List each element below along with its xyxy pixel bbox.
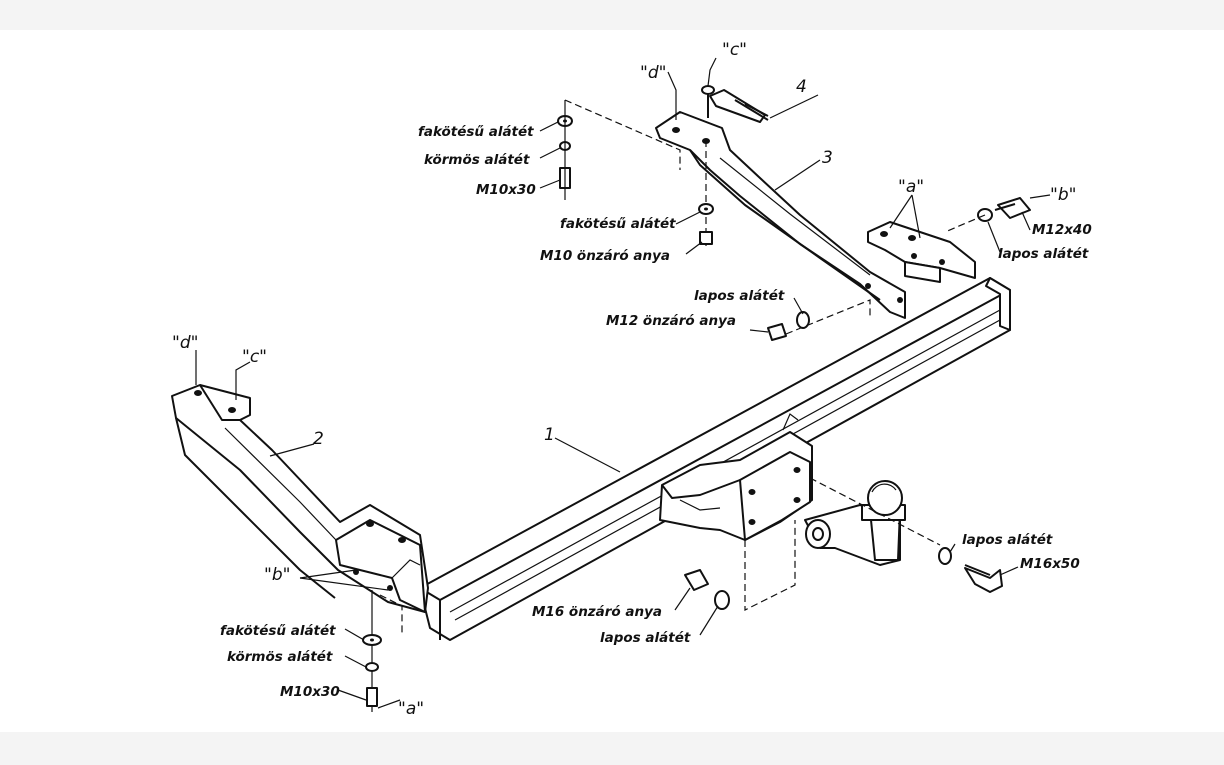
label-fakotesu-bottom: fakötésű alátét [220,623,336,639]
right-side-bracket [655,111,906,319]
marker-c-top: "c" [722,40,747,60]
label-m12-nut: M12 önzáró anya [606,313,736,329]
marker-b-right: "b" [1050,185,1076,205]
label-lapos-mid: lapos alátét [694,288,785,304]
main-cross-beam [419,277,1011,641]
marker-d-left: "d" [172,333,198,353]
label-m10x30-bottom: M10x30 [280,684,340,700]
marker-b-left: "b" [264,565,290,585]
part-1-label: 1 [544,425,555,445]
label-m12x40: M12x40 [1032,222,1092,238]
label-m16x50: M16x50 [1020,556,1080,572]
marker-a-bottom: "a" [398,699,424,719]
label-m10x30-top: M10x30 [476,182,536,198]
label-m10-nut: M10 önzáró anya [540,248,670,264]
marker-d-top: "d" [640,63,666,83]
marker-a-top: "a" [898,177,924,197]
label-lapos-right: lapos alátét [998,246,1089,262]
top-margin-band [0,0,1224,30]
label-fakotesu-top1: fakötésű alátét [418,124,534,140]
right-mount-plate [867,221,976,283]
label-lapos-ball: lapos alátét [962,532,1053,548]
bottom-fastener-stack [362,590,403,712]
bracket3-fastener-stack [698,140,714,250]
bottom-margin-band [0,732,1224,765]
label-kormos-top: körmös alátét [424,152,530,168]
label-m16-nut: M16 önzáró anya [532,604,662,620]
label-lapos-bottom: lapos alátét [600,630,691,646]
part-3-label: 3 [822,148,833,168]
marker-c-left: "c" [242,347,267,367]
part-2-label: 2 [313,429,324,449]
label-kormos-bottom: körmös alátét [227,649,333,665]
part-4-label: 4 [796,77,807,97]
part-4-plate [701,85,769,123]
m16-fasteners [684,477,1003,611]
leader-lines [195,57,1051,709]
hitch-bracket [659,413,813,541]
tow-ball-assembly [804,480,906,566]
top-fastener-stack [557,99,681,200]
label-fakotesu-top2: fakötésű alátét [560,216,676,232]
